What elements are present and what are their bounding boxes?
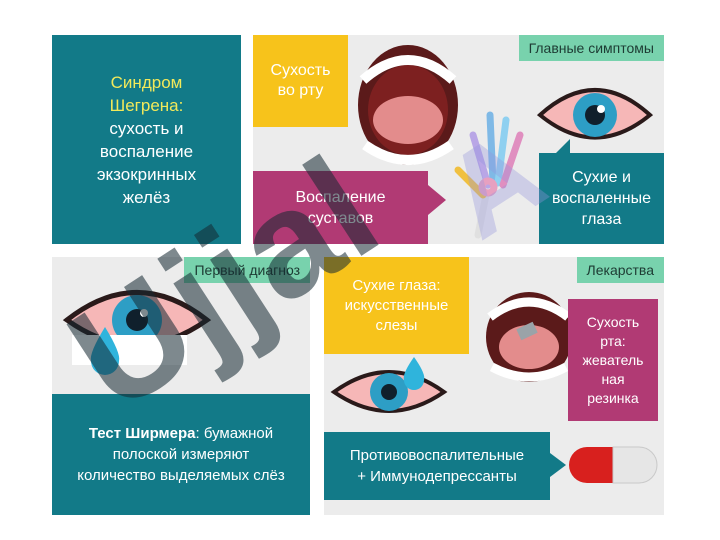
main-symptoms-tag: Главные симптомы <box>518 35 664 61</box>
artificial-tears-box: Сухие глаза: искусственные слезы <box>324 257 469 354</box>
schirmer-line-1-rest: : бумажной <box>195 425 274 442</box>
syndrome-line-2: воспаление <box>99 141 194 161</box>
medication-panel: Лекарства Сухие глаза: искусственные сле… <box>324 257 664 515</box>
schirmer-test-box: Тест Ширмера: бумажной полоской измеряют… <box>52 394 310 515</box>
dry-mouth-box: Сухость во рту <box>253 35 348 127</box>
schirmer-line-1: Тест Ширмера: бумажной <box>89 423 273 444</box>
syndrome-line-4: желёз <box>122 187 171 207</box>
gum-line-1: Сухость <box>586 313 640 330</box>
main-symptoms-panel: Главные симптомы Сухость во рту Воспален… <box>253 35 664 244</box>
open-mouth-icon <box>358 45 458 165</box>
dry-eyes-line-1: Сухие и <box>572 169 631 186</box>
schirmer-line-3: количество выделяемых слёз <box>77 467 285 484</box>
gum-line-3: жеватель <box>582 351 644 368</box>
dry-eyes-line-3: глаза <box>581 211 622 228</box>
joint-inflammation-box: Воспаление суставов <box>253 171 428 244</box>
joint-line-1: Воспаление <box>295 188 386 206</box>
drugs-line-2: + Иммунодепрессанты <box>357 468 517 485</box>
first-diagnosis-panel: Первый диагноз Тест Ширмера: бумажной по… <box>52 257 310 515</box>
tears-line-3: слезы <box>375 316 418 334</box>
medication-tag: Лекарства <box>576 257 664 283</box>
syndrome-title: Синдром Шегрена: <box>109 72 184 115</box>
eye-drop-icon <box>330 357 448 413</box>
hand-skeleton-icon <box>454 111 524 239</box>
drugs-box: Противовоспалительные + Иммунодепрессант… <box>324 432 550 500</box>
chewing-gum-box: Сухость рта: жеватель ная резинка <box>568 299 658 421</box>
tears-line-2: искусственные <box>344 296 449 314</box>
gum-line-4: ная <box>601 370 625 387</box>
mouth-with-gum-icon <box>486 292 572 382</box>
drugs-line-1: Противовоспалительные <box>349 447 525 464</box>
syndrome-line-3: экзокринных <box>96 164 197 184</box>
joint-line-2: суставов <box>307 209 374 227</box>
dry-eyes-pointer <box>556 139 570 153</box>
tear-drop-icon <box>90 327 120 375</box>
first-diagnosis-tag: Первый диагноз <box>184 257 310 283</box>
syndrome-line-1: сухость и <box>109 118 184 138</box>
capsule-pill-icon <box>569 446 658 484</box>
dry-eyes-line-2: воспаленные <box>551 190 652 207</box>
schirmer-test-name: Тест Ширмера <box>88 425 196 442</box>
dry-mouth-line-2: во рту <box>277 82 324 99</box>
gum-line-2: рта: <box>600 332 626 349</box>
schirmer-line-2: полоской измеряют <box>112 446 250 463</box>
joint-box-pointer <box>428 185 446 215</box>
tears-line-1: Сухие глаза: <box>352 276 441 294</box>
gum-line-5: резинка <box>587 389 639 406</box>
drugs-pointer <box>550 453 566 477</box>
syndrome-definition-box: Синдром Шегрена: сухость и воспаление эк… <box>52 35 241 244</box>
dry-mouth-line-1: Сухость <box>270 62 331 79</box>
dry-eyes-box: Сухие и воспаленные глаза <box>539 153 664 244</box>
red-eye-icon <box>536 88 654 140</box>
